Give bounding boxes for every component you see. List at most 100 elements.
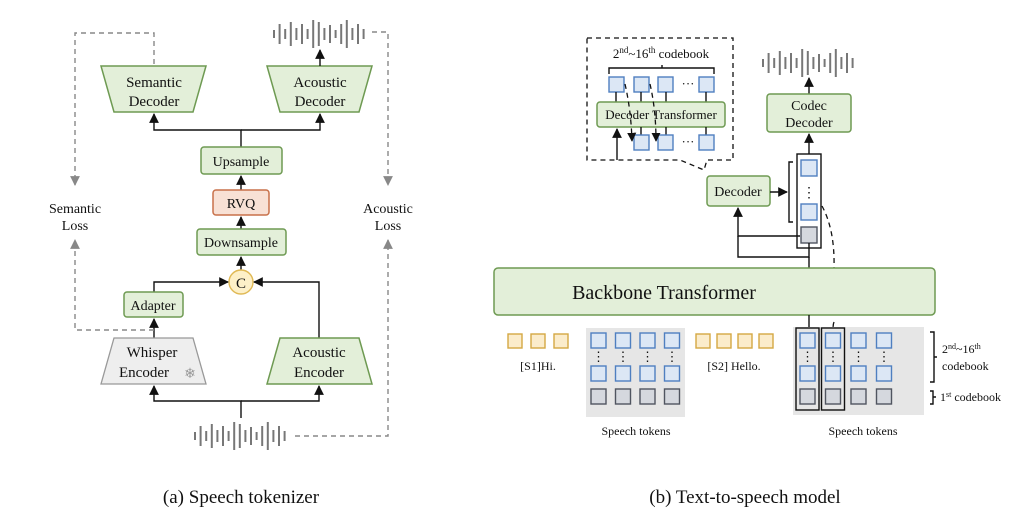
vdots: ⋮ — [801, 349, 814, 364]
acoustic-decoder-label-2: Decoder — [295, 94, 346, 110]
acoustic-decoder-label-1: Acoustic — [293, 75, 347, 91]
decoder-block: Decoder — [706, 175, 771, 207]
snowflake-frozen-icon: ❄ — [184, 366, 196, 382]
semantic-loss-label-2: Loss — [62, 219, 88, 234]
speech-token-first-codebook — [663, 388, 681, 405]
legend-brace-lower — [930, 390, 936, 405]
speech-token-first-codebook — [639, 388, 656, 405]
speech-token-first-codebook — [614, 388, 632, 405]
acoustic-encoder-label-1: Acoustic — [292, 345, 346, 361]
acoustic-loss-path-top — [372, 31, 393, 186]
inset-bottom-token — [698, 134, 715, 151]
acoustic-encoder-label-2: Encoder — [294, 365, 344, 381]
codec-decoder-label-1: Codec — [791, 99, 827, 114]
codec-decoder-label-2: Decoder — [785, 116, 833, 131]
frame-token-column: ⋮ — [788, 153, 822, 249]
speech-tokens-label-1: Speech tokens — [602, 424, 671, 438]
speech-tokens-label-2: Speech tokens — [829, 424, 898, 438]
semantic-decoder-label-1: Semantic — [126, 75, 182, 91]
vdots: ⋮ — [641, 349, 654, 364]
text-tokens-s1: [S1]Hi. — [507, 333, 569, 373]
semantic-loss-path-bottom — [70, 239, 154, 331]
caption-a: (a) Speech tokenizer — [163, 487, 320, 508]
tts-output-waveform-icon — [762, 49, 854, 77]
arrow-to-acoustic-decoder — [241, 113, 325, 131]
speech-token-first-codebook — [824, 388, 842, 405]
speech-token-upper — [799, 365, 816, 382]
acoustic-decoder: Acoustic Decoder — [266, 65, 373, 113]
concat-node: C — [228, 269, 254, 295]
speech-token-grid-1: ⋮⋮⋮⋮ — [586, 328, 685, 417]
upsample-label: Upsample — [213, 155, 270, 170]
legend-brace-upper — [930, 331, 937, 383]
frame-highlight — [795, 327, 820, 411]
decoder-transformer — [596, 101, 726, 128]
legend-lower: 1st codebook — [940, 390, 1001, 404]
speech-token-grid-2: ⋮ ⋮ ⋮ ⋮ — [793, 327, 924, 415]
text-s2-label: [S2] Hello. — [707, 359, 760, 373]
svg-text:⋮: ⋮ — [802, 186, 816, 201]
speech-token-first-codebook — [799, 388, 816, 405]
upsample-block: Upsample — [200, 146, 283, 175]
vdots: ⋮ — [827, 349, 840, 364]
arrow-input-to-acoustic-encoder — [241, 385, 324, 402]
legend-upper-line2: codebook — [942, 359, 989, 373]
acoustic-loss-label-2: Loss — [375, 219, 401, 234]
arrow-to-semantic-decoder — [149, 113, 242, 147]
acoustic-encoder: Acoustic Encoder — [266, 337, 373, 385]
adapter-block: Adapter — [123, 291, 184, 318]
downsample-label: Downsample — [204, 236, 278, 251]
legend-upper-line1: 2nd~16th — [942, 342, 981, 356]
caption-b: (b) Text-to-speech model — [649, 487, 840, 508]
inset-title: 2nd~16th codebook — [613, 45, 710, 61]
semantic-decoder-label-2: Decoder — [129, 94, 180, 110]
inset-top-token — [657, 76, 674, 93]
speech-token-upper — [824, 365, 842, 382]
ar-dashed-arrow — [624, 83, 637, 142]
speech-token-upper — [663, 332, 681, 349]
adapter-label: Adapter — [130, 299, 175, 314]
codec-decoder: Codec Decoder — [766, 93, 852, 133]
panel-b-tts-model: 2nd~16th codebook ··· Decoder Transforme… — [493, 37, 1001, 508]
vdots: ⋮ — [617, 349, 630, 364]
decoder-inset: 2nd~16th codebook ··· Decoder Transforme… — [586, 37, 734, 171]
speech-token-upper — [824, 332, 842, 349]
speech-token-upper — [590, 332, 607, 349]
vdots: ⋮ — [852, 349, 865, 364]
rvq-label: RVQ — [227, 197, 255, 212]
backbone-label: Backbone Transformer — [572, 282, 756, 304]
speech-token-upper — [639, 332, 656, 349]
input-waveform-icon — [194, 422, 286, 450]
vdots: ⋮ — [592, 349, 605, 364]
arrow-adapter-to-concat — [153, 277, 229, 292]
inset-bottom-ellipsis: ··· — [682, 134, 695, 149]
speech-token-upper — [799, 332, 816, 349]
whisper-encoder: Whisper Encoder ❄ — [100, 337, 207, 385]
inset-bottom-token — [633, 134, 650, 151]
concat-label: C — [236, 276, 246, 292]
output-waveform-icon — [273, 20, 365, 48]
speech-token-upper — [875, 332, 893, 349]
whisper-encoder-label-1: Whisper — [127, 345, 178, 361]
downsample-block: Downsample — [196, 228, 287, 256]
arrow-acoustic-encoder-to-concat — [253, 277, 320, 338]
backbone-transformer: Backbone Transformer — [493, 267, 936, 316]
inset-top-token — [608, 76, 625, 93]
speech-token-upper — [590, 365, 607, 382]
inset-top-token — [633, 76, 650, 93]
speech-token-upper — [639, 365, 656, 382]
speech-token-upper — [614, 365, 632, 382]
semantic-loss-label-1: Semantic — [49, 202, 101, 217]
speech-token-upper — [850, 332, 867, 349]
decoder-transformer-label: Decoder Transformer — [605, 107, 717, 122]
ar-dashed-arrow — [649, 83, 661, 142]
panel-a-speech-tokenizer: Semantic Decoder Acoustic Decoder Upsamp… — [49, 20, 413, 508]
speech-token-upper — [663, 365, 681, 382]
text-tokens-s2: [S2] Hello. — [695, 333, 774, 373]
rvq-block: RVQ — [212, 189, 270, 216]
speech-token-first-codebook — [875, 388, 893, 405]
frame-highlight — [820, 327, 846, 411]
vdots: ⋮ — [878, 349, 891, 364]
inset-bottom-token — [657, 134, 674, 151]
